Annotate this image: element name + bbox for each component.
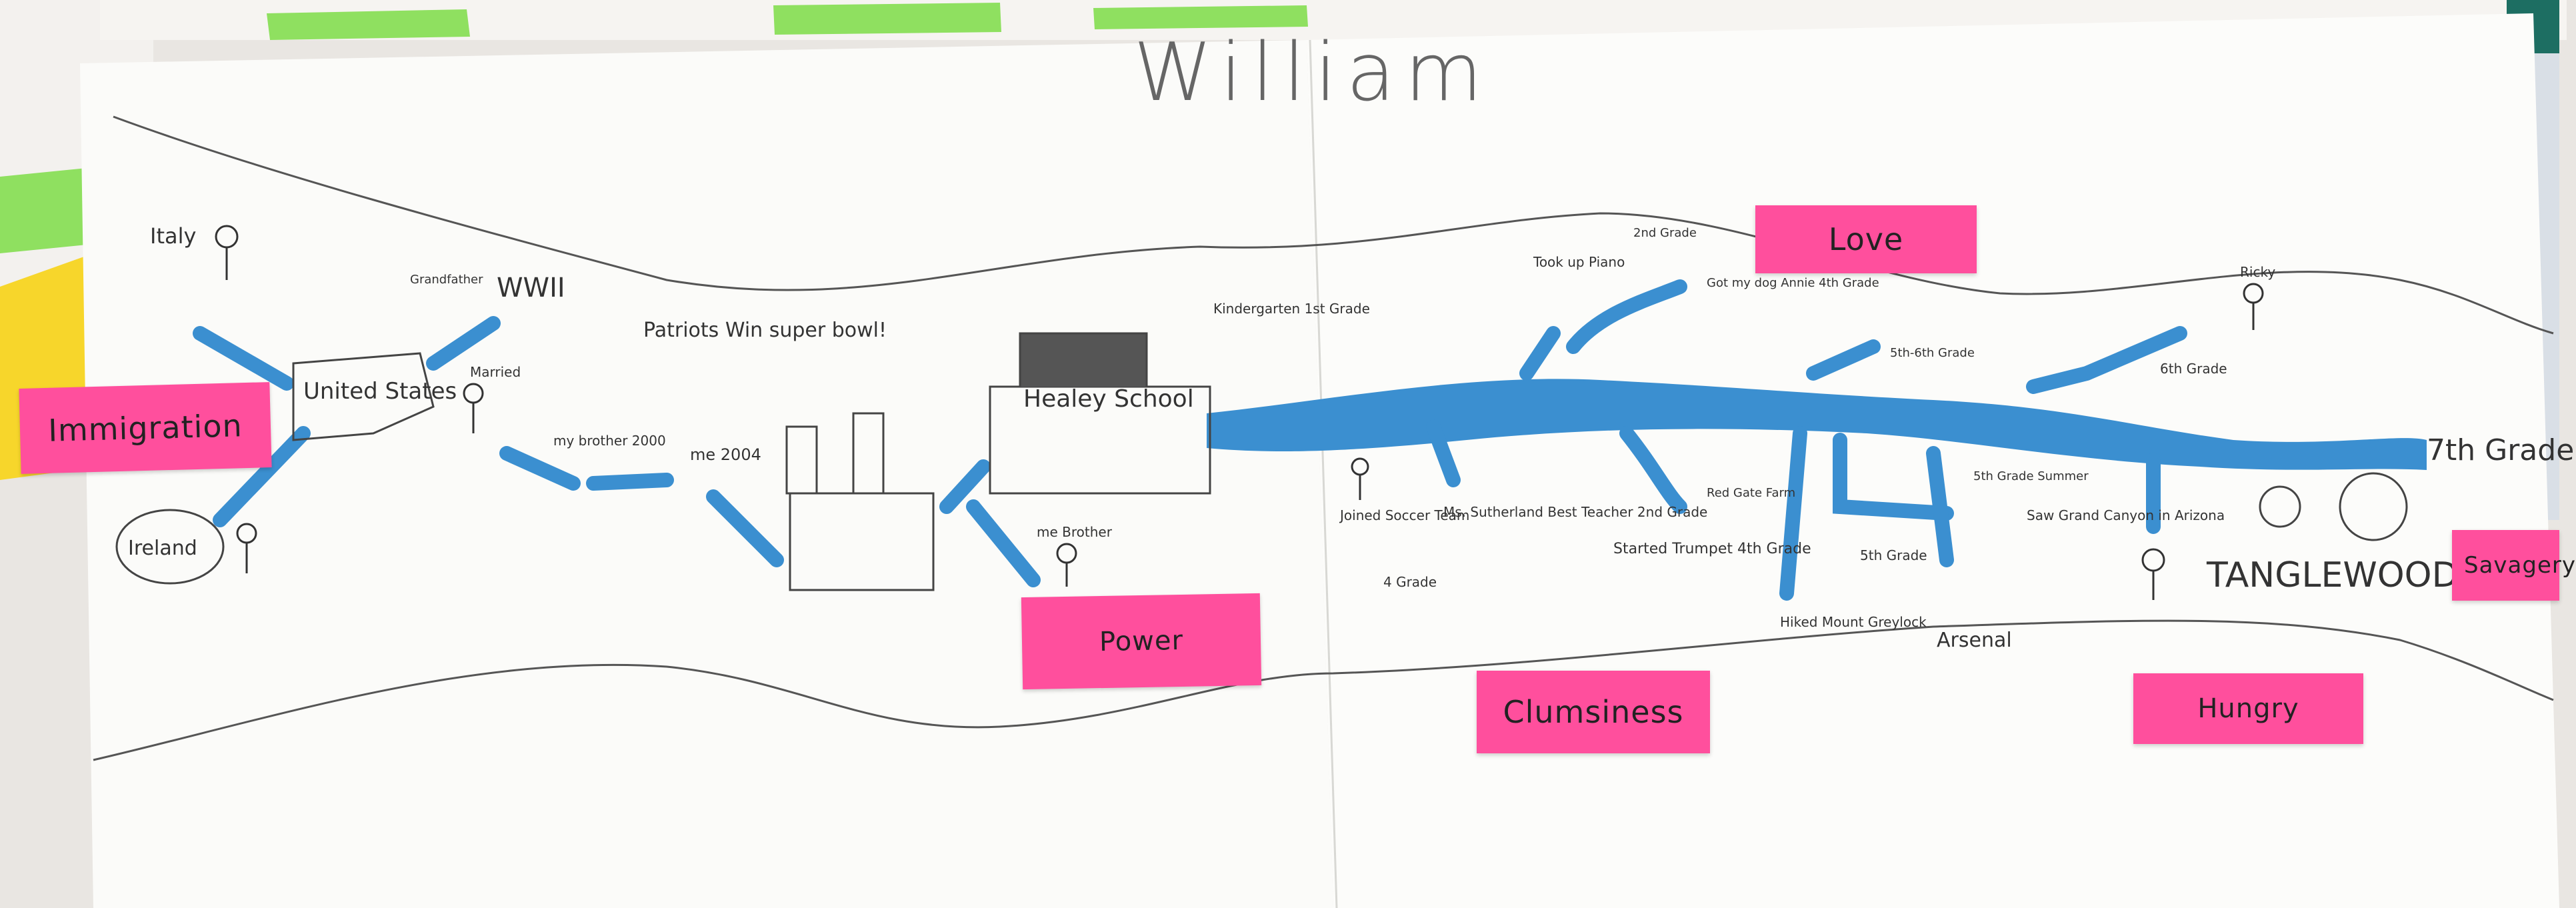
green-note-left	[0, 167, 100, 253]
label-4-grade: 4 Grade	[1383, 574, 1437, 590]
label-ricky: Ricky	[2240, 264, 2275, 280]
label-5th-grade-summer: 5th Grade Summer	[1973, 469, 2089, 483]
green-note-top-mid	[773, 3, 1001, 35]
label-me-2004: me 2004	[690, 445, 761, 464]
label-took-piano: Took up Piano	[1533, 254, 1625, 270]
upper-bank-line	[113, 115, 2554, 335]
label-healey-school: Healey School	[1023, 385, 1194, 413]
label-joined-soccer: Joined Soccer Team	[1339, 507, 1469, 523]
page-title: William	[1133, 27, 1492, 119]
paper-seam	[1309, 39, 1338, 908]
label-red-gate: Red Gate Farm	[1707, 486, 1795, 500]
label-italy: Italy	[150, 223, 196, 249]
label-married: Married	[470, 364, 521, 380]
label-7th-grade: 7th Grade	[2427, 433, 2574, 467]
label-kindergarten: Kindergarten 1st Grade	[1213, 301, 1370, 317]
united-states-map	[292, 352, 435, 441]
sticky-note-savagery: Savagery	[2452, 530, 2575, 601]
healey-school-building	[989, 332, 1211, 495]
label-grandfather: Grandfather	[410, 273, 483, 287]
lower-bank-line	[93, 619, 2554, 761]
label-trumpet: Started Trumpet 4th Grade	[1613, 541, 1811, 557]
label-united-states: United States	[303, 378, 457, 405]
sticky-note-immigration: Immigration	[19, 382, 272, 474]
label-wwii: WWII	[497, 273, 565, 303]
label-6th-grade: 6th Grade	[2160, 361, 2227, 377]
label-got-dog: Got my dog Annie 4th Grade	[1707, 276, 1879, 290]
label-2nd-grade: 2nd Grade	[1633, 226, 1697, 240]
ireland-shape	[115, 509, 225, 585]
label-canyon: Saw Grand Canyon in Arizona	[2027, 507, 2225, 523]
label-patriots: Patriots Win super bowl!	[643, 319, 887, 342]
label-ireland: Ireland	[128, 537, 197, 560]
tanglewood-drawing	[2259, 472, 2408, 541]
river-main	[1207, 379, 2427, 470]
sticky-note-clumsiness: Clumsiness	[1477, 671, 1710, 753]
label-arsenal: Arsenal	[1937, 629, 2012, 652]
main-paper-left	[80, 40, 1333, 908]
label-brother-2000: my brother 2000	[553, 433, 666, 449]
river-tributaries	[193, 279, 2187, 601]
label-greylock: Hiked Mount Greylock	[1780, 614, 1927, 630]
label-ms-sutherland: Ms. Sutherland Best Teacher 2nd Grade	[1443, 504, 1707, 520]
sticky-note-hungry: Hungry	[2133, 673, 2363, 744]
label-5th-6th-grade: 5th-6th Grade	[1890, 346, 1975, 360]
cardinal-building	[785, 412, 935, 591]
label-tanglewood: TANGLEWOOD	[2206, 555, 2459, 595]
sticky-note-love: Love	[1755, 205, 1977, 273]
handwritten-labels: Italy Ireland United States WWII Grandfa…	[128, 223, 2574, 652]
sticky-note-power: Power	[1021, 593, 1262, 690]
green-note-top-right	[1093, 5, 1308, 29]
label-5th-grade: 5th Grade	[1860, 547, 1927, 563]
green-note-top-left	[267, 9, 470, 40]
stick-figures	[215, 225, 2264, 600]
label-me-brother: me Brother	[1037, 524, 1113, 540]
